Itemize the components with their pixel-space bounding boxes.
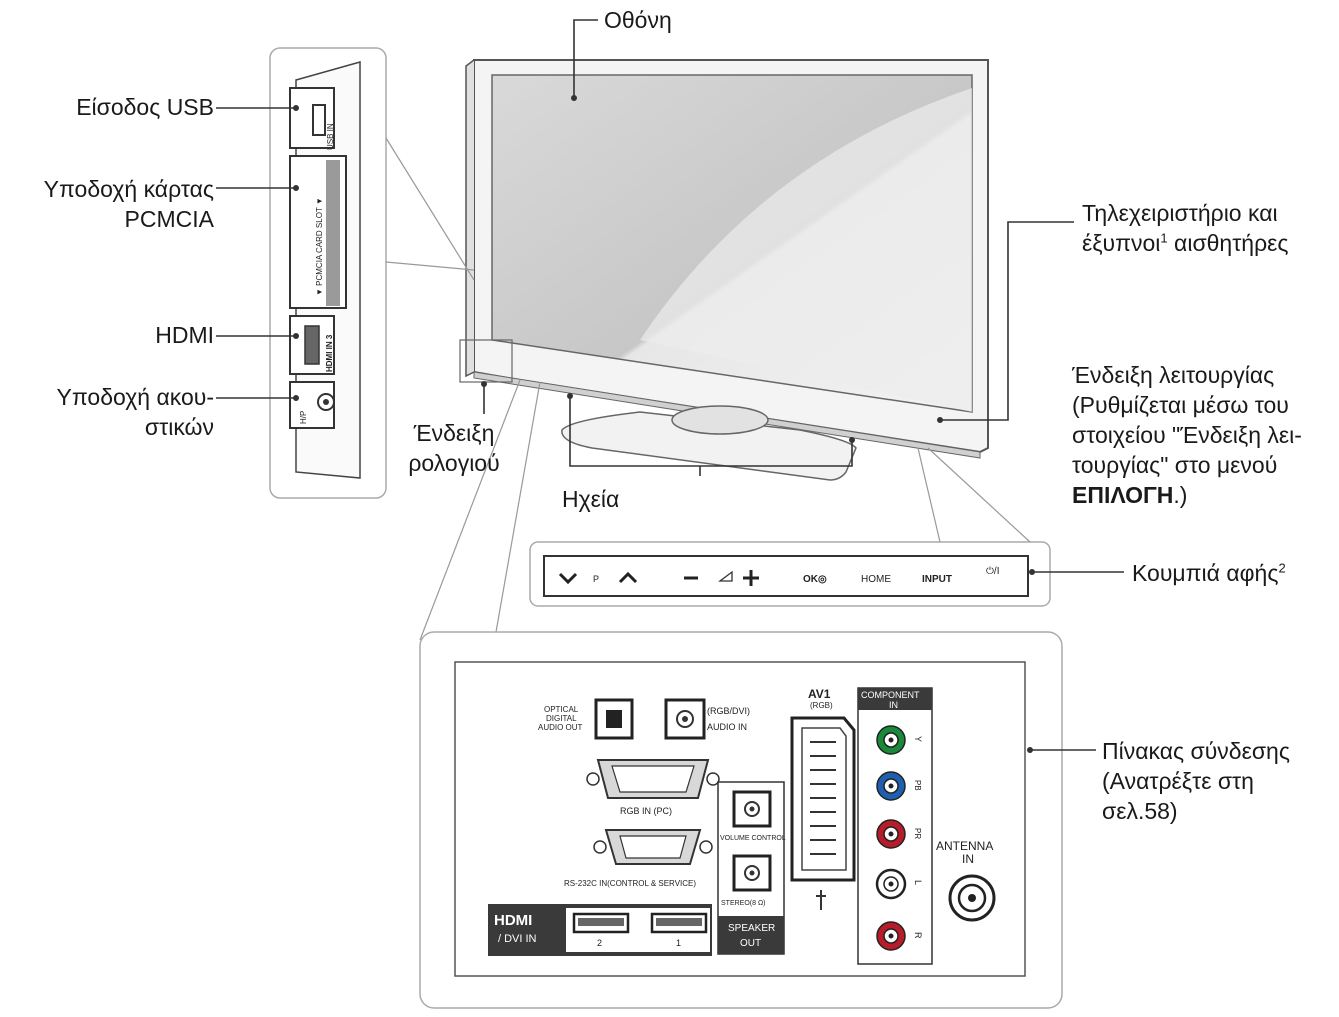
volume-up-icon[interactable] <box>743 570 759 586</box>
tv-stand <box>561 411 857 481</box>
touch-p-label: P <box>593 574 599 584</box>
stereo-label: STEREO(8 Ω) <box>721 900 766 907</box>
touch-ok-button[interactable]: OK◎ <box>803 574 827 585</box>
power-indicator-label-5: ΕΠΙΛΟΓΗ.) <box>1072 482 1187 509</box>
headphone-label-2: στικών <box>144 414 214 440</box>
power-indicator-label-2: (Ρυθμίζεται μέσω του <box>1072 392 1289 418</box>
hdmi-logo: HDMI <box>494 912 532 929</box>
rgb-audio-label-1: (RGB/DVI) <box>707 706 750 716</box>
component-label-1: COMPONENT <box>861 690 920 700</box>
hdmi-1-label: 1 <box>676 938 681 948</box>
headphone-jack-label: H/P <box>299 411 308 424</box>
usb-input-label: Είσοδος USB <box>76 94 214 120</box>
av1-io-icon <box>816 890 826 910</box>
antenna-label-1: ANTENNA <box>936 839 993 853</box>
stereo-port <box>732 854 772 892</box>
channel-up-icon[interactable] <box>618 571 638 584</box>
remote-footnote-1: 1 <box>1160 230 1168 246</box>
leader-dots <box>293 95 1035 753</box>
connection-panel-label-1: Πίνακας σύνδεσης <box>1102 738 1290 764</box>
clock-indicator-label-1: Ένδειξη <box>413 420 495 446</box>
rgb-in-label: RGB IN (PC) <box>620 806 672 816</box>
headphone-label-1: Υποδοχή ακου- <box>56 384 214 410</box>
av1-label: AV1 <box>808 687 831 701</box>
side-panel-callout: USB IN ▼ PCMCIA CARD SLOT ▼ HDMI IN 3 H/… <box>269 47 475 499</box>
audio-r-label: R <box>913 932 923 939</box>
volume-control-port <box>732 790 772 828</box>
touch-home-button[interactable]: HOME <box>861 574 891 585</box>
optical-label-3: AUDIO OUT <box>538 723 583 732</box>
touch-buttons-text: Κουμπιά αφής <box>1132 560 1279 586</box>
rs232-label: RS-232C IN(CONTROL & SERVICE) <box>564 879 696 888</box>
touch-buttons-panel: P OK◎ HOME INPUT ⏻/I <box>529 447 1051 607</box>
remote-label-1: Τηλεχειριστήριο και <box>1082 200 1278 226</box>
channel-down-icon[interactable] <box>558 572 578 585</box>
connection-panel-callout: OPTICAL DIGITAL AUDIO OUT (RGB/DVI) AUDI… <box>419 379 1063 1009</box>
usb-port-label: USB IN <box>326 123 335 150</box>
options-menu-name: ΕΠΙΛΟΓΗ <box>1072 482 1174 508</box>
speaker-out-label-1: SPEAKER <box>728 923 775 934</box>
leader-lines <box>216 19 1124 751</box>
pcmcia-label-1: Υποδοχή κάρτας <box>43 176 214 202</box>
optical-label-1: OPTICAL <box>544 705 579 714</box>
speaker-out-label-2: OUT <box>740 938 761 949</box>
component-label-2: IN <box>889 700 898 710</box>
connection-panel-label-2: (Ανατρέξτε στη <box>1102 768 1254 794</box>
touch-buttons-label: Κουμπιά αφής2 <box>1132 560 1286 587</box>
pcmcia-label-2: PCMCIA <box>124 206 214 232</box>
touch-footnote-2: 2 <box>1278 560 1286 576</box>
screen-label: Οθόνη <box>604 7 672 33</box>
volume-control-label: VOLUME CONTROL <box>720 835 786 842</box>
speakers-label: Ηχεία <box>562 486 620 512</box>
hdmi-2-label: 2 <box>597 938 602 948</box>
volume-icon <box>718 570 733 582</box>
rgb-audio-label-2: AUDIO IN <box>707 722 747 732</box>
tv-set <box>459 59 989 481</box>
audio-l-label: L <box>913 880 923 885</box>
power-indicator-label-4: τουργίας" στο μενού <box>1072 452 1278 478</box>
touch-power-button[interactable]: ⏻/I <box>986 566 999 577</box>
hdmi-3-port-label: HDMI IN 3 <box>325 334 334 372</box>
connection-panel-label-3: σελ.58) <box>1102 798 1178 824</box>
component-y-label: Y <box>913 736 923 742</box>
remote-label-2: έξυπνοι1 αισθητήρες <box>1082 230 1289 257</box>
remote-label-2-pre: έξυπνοι <box>1082 230 1161 256</box>
optical-label-2: DIGITAL <box>546 714 577 723</box>
hdmi-label: HDMI <box>155 322 214 348</box>
remote-label-2-post: αισθητήρες <box>1167 230 1289 256</box>
power-indicator-label-1: Ένδειξη λειτουργίας <box>1072 362 1275 388</box>
component-pr-label: PR <box>913 828 922 839</box>
power-indicator-label-3: στοιχείου "Ένδειξη λει- <box>1072 422 1302 448</box>
pcmcia-slot-label: ▼ PCMCIA CARD SLOT ▼ <box>315 197 324 296</box>
component-pb-label: PB <box>913 780 922 791</box>
dvi-in-label: / DVI IN <box>498 933 537 945</box>
antenna-label-2: IN <box>962 852 974 866</box>
optical-port <box>594 698 634 740</box>
touch-input-button[interactable]: INPUT <box>922 574 952 585</box>
power-indicator-label-5-post: .) <box>1173 482 1188 508</box>
clock-indicator-label-2: ρολογιού <box>408 450 500 476</box>
av1-rgb-label: (RGB) <box>810 701 833 710</box>
